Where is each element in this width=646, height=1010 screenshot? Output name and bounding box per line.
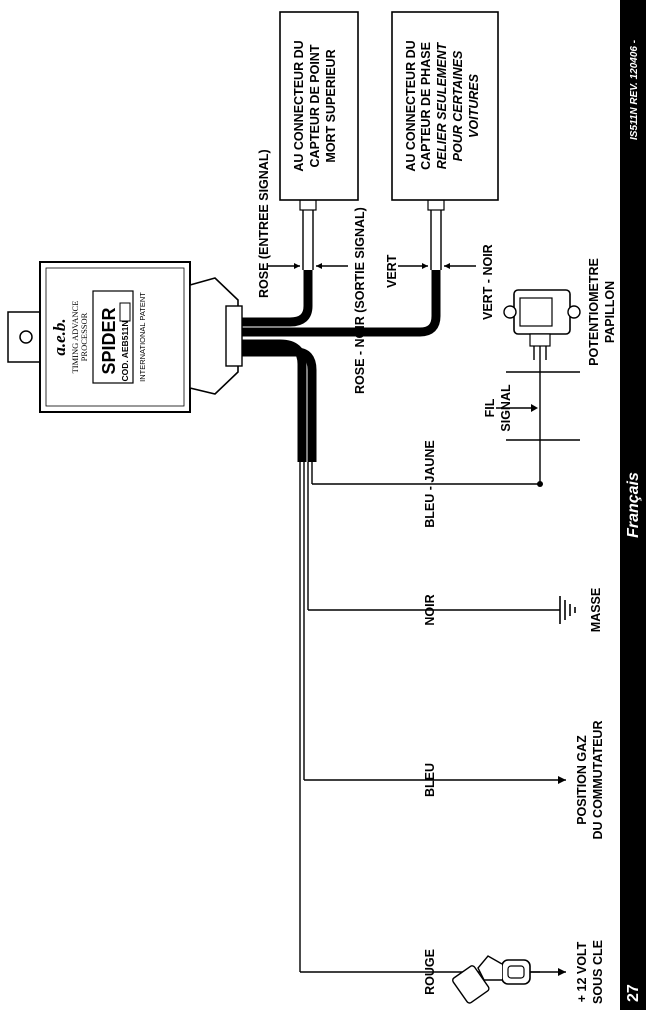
device-code: COD. AEB511N <box>120 320 130 381</box>
phase-cable <box>242 270 441 337</box>
document-reference: IS511N REV. 120406 - <box>629 39 640 140</box>
device-name: SPIDER <box>99 307 119 374</box>
tdc-connector: AU CONNECTEUR DU CAPTEUR DE POINT MORT S… <box>257 11 367 394</box>
wire-rouge-label: ROUGE <box>423 949 437 995</box>
main-cable-2 <box>242 347 317 462</box>
tdc-line-1: AU CONNECTEUR DU <box>292 40 306 171</box>
phase-connector-box <box>391 11 499 201</box>
potentiometre-line-1: POTENTIOMETRE <box>587 258 601 366</box>
tdc-cable <box>242 270 313 327</box>
ground-icon <box>559 596 576 624</box>
main-cable <box>242 339 307 462</box>
tdc-line-2: CAPTEUR DE POINT <box>308 44 322 167</box>
device-line1: TIMING ADVANCE <box>70 301 80 374</box>
masse-label: MASSE <box>589 588 603 632</box>
thin-wires <box>299 340 566 976</box>
mounting-hole <box>19 330 33 344</box>
processor-bezel <box>45 267 185 407</box>
tdc-connector-box <box>279 11 359 201</box>
language-label: Français <box>625 472 642 538</box>
wire-rose-label: ROSE (ENTREE SIGNAL) <box>257 149 271 298</box>
position-gaz-line-1: POSITION GAZ <box>575 735 589 825</box>
wire-bleu-label: BLEU <box>423 763 437 797</box>
aeb-logo: a.e.b. <box>50 318 69 355</box>
wire-vert-noir-label: VERT - NOIR <box>481 244 495 320</box>
plus12-line-2: SOUS CLE <box>591 940 605 1004</box>
fil-signal-line-1: FIL <box>483 398 497 417</box>
phase-italic-2: POUR CERTAINES <box>451 50 465 161</box>
wire-noir-label: NOIR <box>423 594 437 625</box>
ignition-key-icon <box>452 955 540 1004</box>
cable-bundles <box>242 270 441 462</box>
plus12-line-1: + 12 VOLT <box>575 941 589 1002</box>
processor-body <box>39 261 191 413</box>
phase-line-1: AU CONNECTEUR DU <box>404 40 418 171</box>
tdc-line-3: MORT SUPERIEUR <box>324 49 338 162</box>
device-patent: INTERNATIONAL PATENT <box>138 292 147 382</box>
wire-bleu-jaune-label: BLEU - JAUNE <box>423 440 437 528</box>
page-number: 27 <box>625 984 642 1002</box>
cable-outlet <box>225 305 243 367</box>
wire-rose-noir-label: ROSE - NOIR (SORTIE SIGNAL) <box>353 207 367 394</box>
phase-connector: AU CONNECTEUR DU CAPTEUR DE PHASE RELIER… <box>385 11 499 320</box>
position-gaz-line-2: DU COMMUTATEUR <box>591 721 605 840</box>
phase-line-2: CAPTEUR DE PHASE <box>419 42 433 170</box>
phase-italic-3: VOITURES <box>467 73 481 138</box>
footer-bar <box>620 0 646 1010</box>
wire-vert-label: VERT <box>385 254 399 288</box>
phase-italic-1: RELIER SEULEMENT <box>435 41 449 169</box>
device-line2: PROCESSOR <box>79 312 89 361</box>
throttle-potentiometer: POTENTIOMETRE PAPILLON <box>503 258 617 366</box>
fil-signal: FIL SIGNAL <box>483 371 580 441</box>
fil-signal-line-2: SIGNAL <box>499 384 513 432</box>
potentiometre-line-2: PAPILLON <box>603 281 617 343</box>
processor-unit: a.e.b. TIMING ADVANCE PROCESSOR SPIDER C… <box>7 261 243 413</box>
